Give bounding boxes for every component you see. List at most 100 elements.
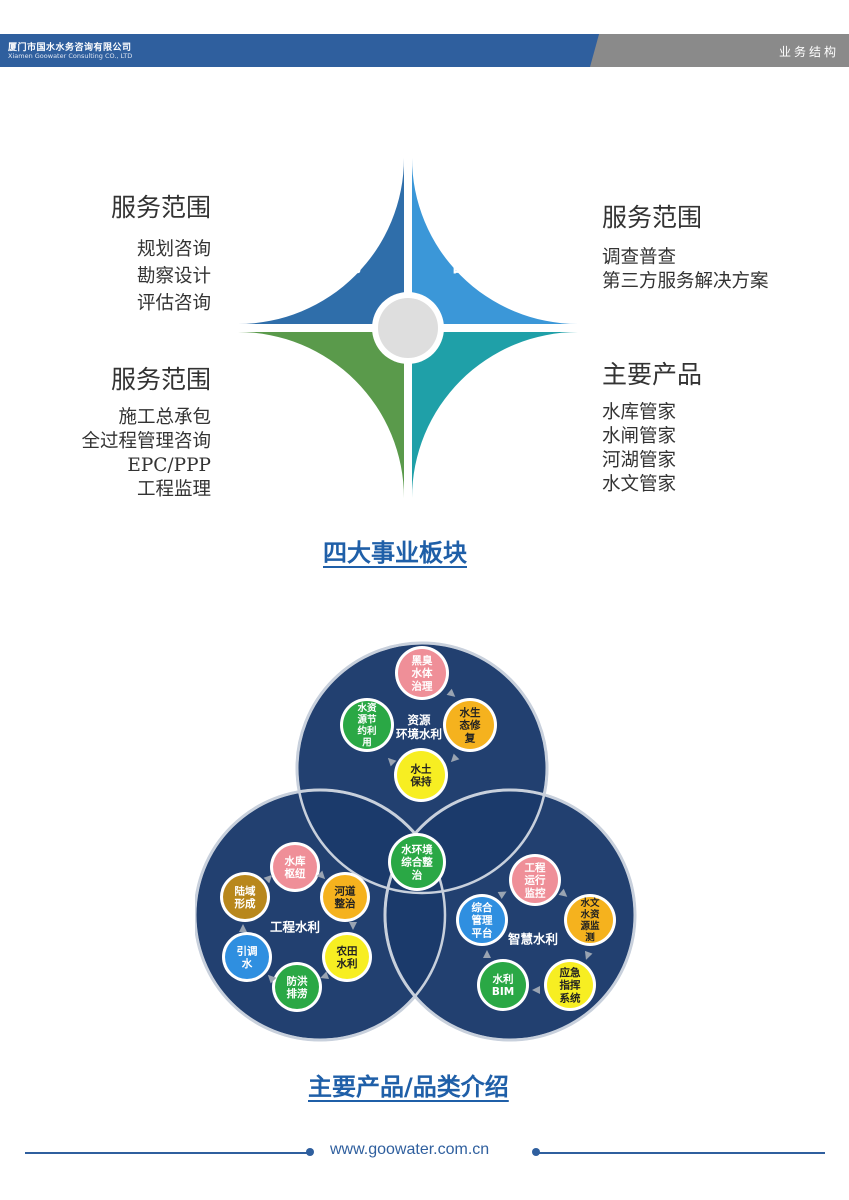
quadrant-design (238, 158, 404, 324)
venn-node-smart-4-label-line: 平台 (472, 926, 493, 939)
venn-node-engineering-1-disc (323, 875, 367, 919)
venn-name-smart-line: 智慧水利 (507, 931, 558, 946)
venn-name-resource: 资源环境水利 (396, 713, 442, 741)
venn-node-engineering-3: 防洪排涝 (272, 962, 322, 1012)
flow-arrow-icon (497, 891, 507, 899)
section-title: 业务结构 (778, 45, 839, 59)
venn-circle-resource-outline (295, 641, 549, 895)
group-bottom-right: 主要产品 水库管家 水闸管家 河湖管家 水文管家 (602, 355, 702, 497)
venn-node-engineering-4: 引调水 (222, 932, 272, 982)
venn-node-smart-1-label-line: 测 (585, 931, 595, 943)
venn-node-resource-0: 黑臭水体治理 (395, 646, 449, 700)
venn-node-engineering-3-label: 防洪排涝 (287, 974, 308, 1000)
quadrant-label-management: 管理咨询 (450, 253, 534, 276)
caption-four-business: 四大事业板块 (323, 539, 467, 567)
venn-node-smart-0-label: 工程运行监控 (525, 861, 546, 899)
flow-arrow-icon (320, 971, 330, 980)
group-item: 工程监理 (136, 479, 211, 500)
venn-node-resource-0-label: 黑臭水体治理 (411, 654, 433, 692)
venn-node-smart-4-label-line: 综合 (472, 901, 493, 914)
group-top-right: 服务范围 调查普查 第三方服务解决方案 (602, 198, 769, 294)
venn-node-smart-3-label-line: 水利 (492, 972, 514, 985)
venn-node-engineering-4-label: 引调水 (237, 944, 258, 970)
venn-node-engineering-5: 陆域形成 (220, 872, 270, 922)
venn-node-engineering-1: 河道整治 (320, 872, 370, 922)
venn-node-engineering-5-label: 陆域形成 (235, 884, 256, 910)
page-header: 厦门市国水水务咨询有限公司 Xiamen Goowater Consulting… (0, 34, 849, 67)
venn-node-center-label-line: 综合整 (401, 856, 433, 869)
four-quadrant-diagram: 设计咨询 管理咨询 项目服务 运行服务 (238, 158, 578, 498)
venn-node-resource-3-label-line: 水资 (357, 702, 377, 714)
quadrant-label-operation: 运行服务 (450, 388, 534, 411)
group-item: 调查普查 (602, 247, 677, 268)
venn-node-engineering-4-disc (225, 935, 269, 979)
venn-node-engineering-1-label-line: 河道 (335, 884, 356, 897)
venn-node-resource-3-label-line: 约利 (357, 725, 376, 737)
venn-node-smart-4-disc (459, 897, 505, 943)
venn-node-resource-1-label-line: 水生 (459, 706, 481, 719)
flow-arrow-icon (532, 986, 540, 994)
venn-node-center-label-line: 水环境 (400, 843, 433, 856)
venn-node-smart-0-label-line: 工程 (525, 861, 546, 874)
quadrant-project (238, 332, 404, 498)
venn-node-smart-3-label-line: BIM (492, 986, 514, 998)
flow-arrow-icon (483, 950, 491, 958)
venn-node-smart-1-disc (567, 897, 613, 943)
group-item: 第三方服务解决方案 (602, 271, 769, 292)
venn-node-smart-0-label-line: 监控 (525, 886, 546, 899)
group-top-left: 服务范围 规划咨询 勘察设计 评估咨询 (111, 188, 211, 317)
group-title: 服务范围 (110, 193, 211, 222)
footer-dot-left (306, 1148, 314, 1156)
venn-node-smart-3-disc (480, 962, 526, 1008)
venn-node-smart-1-label-line: 水文 (580, 897, 600, 909)
venn-node-engineering-2-label-line: 农田 (336, 944, 358, 957)
venn-node-engineering-0-label: 水库枢纽 (284, 854, 306, 880)
header-gray-band (590, 34, 849, 67)
caption-products: 主要产品/品类介绍 (308, 1073, 509, 1101)
footer-url[interactable]: www.goowater.com.cn (330, 1141, 490, 1158)
venn-node-resource-1-label-line: 态修 (460, 719, 481, 732)
venn-node-engineering-1-label-line: 整治 (334, 897, 356, 910)
venn-node-center: 水环境综合整治 (388, 833, 446, 891)
quadrant-label-project: 项目服务 (280, 388, 364, 411)
venn-node-smart-0-label-line: 运行 (525, 874, 546, 887)
flow-arrow-icon (584, 950, 593, 960)
group-item: 规划咨询 (136, 239, 211, 260)
group-bottom-left: 服务范围 施工总承包 全过程管理咨询 EPC/PPP 工程监理 (81, 360, 211, 502)
venn-circle-smart-outline (383, 788, 637, 1042)
venn-node-resource-3-disc (343, 701, 391, 749)
venn-node-engineering-3-label-line: 排涝 (287, 987, 308, 1000)
venn-node-engineering-1-label: 河道整治 (334, 884, 356, 910)
venn-node-center-label-line: 治 (412, 868, 423, 881)
group-item: EPC/PPP (127, 455, 211, 476)
venn-node-engineering-3-disc (275, 965, 319, 1009)
venn-node-engineering-2-label: 农田水利 (336, 944, 358, 970)
group-item: 河湖管家 (602, 450, 677, 471)
header-blue-band (0, 34, 600, 67)
group-title: 服务范围 (602, 203, 703, 232)
company-name-cn: 厦门市国水水务咨询有限公司 (8, 43, 132, 53)
venn-node-smart-2-label-line: 系统 (560, 991, 581, 1004)
venn-node-engineering-0-disc (273, 845, 317, 889)
footer-line-left (25, 1152, 312, 1154)
venn-node-engineering-0: 水库枢纽 (270, 842, 320, 892)
venn-node-smart-2-disc (547, 962, 593, 1008)
venn-node-resource-1-disc (446, 701, 494, 749)
venn-node-resource-2-label-line: 水土 (410, 762, 432, 775)
venn-node-engineering-5-label-line: 陆域 (235, 884, 256, 897)
group-title: 服务范围 (110, 365, 211, 394)
quadrant-label-design: 设计咨询 (280, 253, 364, 276)
quadrant-management (412, 158, 578, 324)
flow-arrow-icon (239, 924, 247, 932)
quadrant-center-disc (378, 298, 438, 358)
company-name-en: Xiamen Goowater Consulting CO., LTD (8, 52, 133, 60)
flow-arrow-icon (558, 888, 568, 897)
venn-node-engineering-3-label-line: 防洪 (287, 974, 308, 987)
group-item: 水库管家 (602, 402, 677, 423)
venn-node-smart-4-label-line: 管理 (472, 914, 493, 927)
venn-node-engineering-5-label-line: 形成 (235, 897, 256, 910)
venn-node-smart-4: 综合管理平台 (456, 894, 508, 946)
venn-node-resource-3-label: 水资源节约利用 (357, 702, 377, 748)
venn-node-resource-1: 水生态修复 (443, 698, 497, 752)
